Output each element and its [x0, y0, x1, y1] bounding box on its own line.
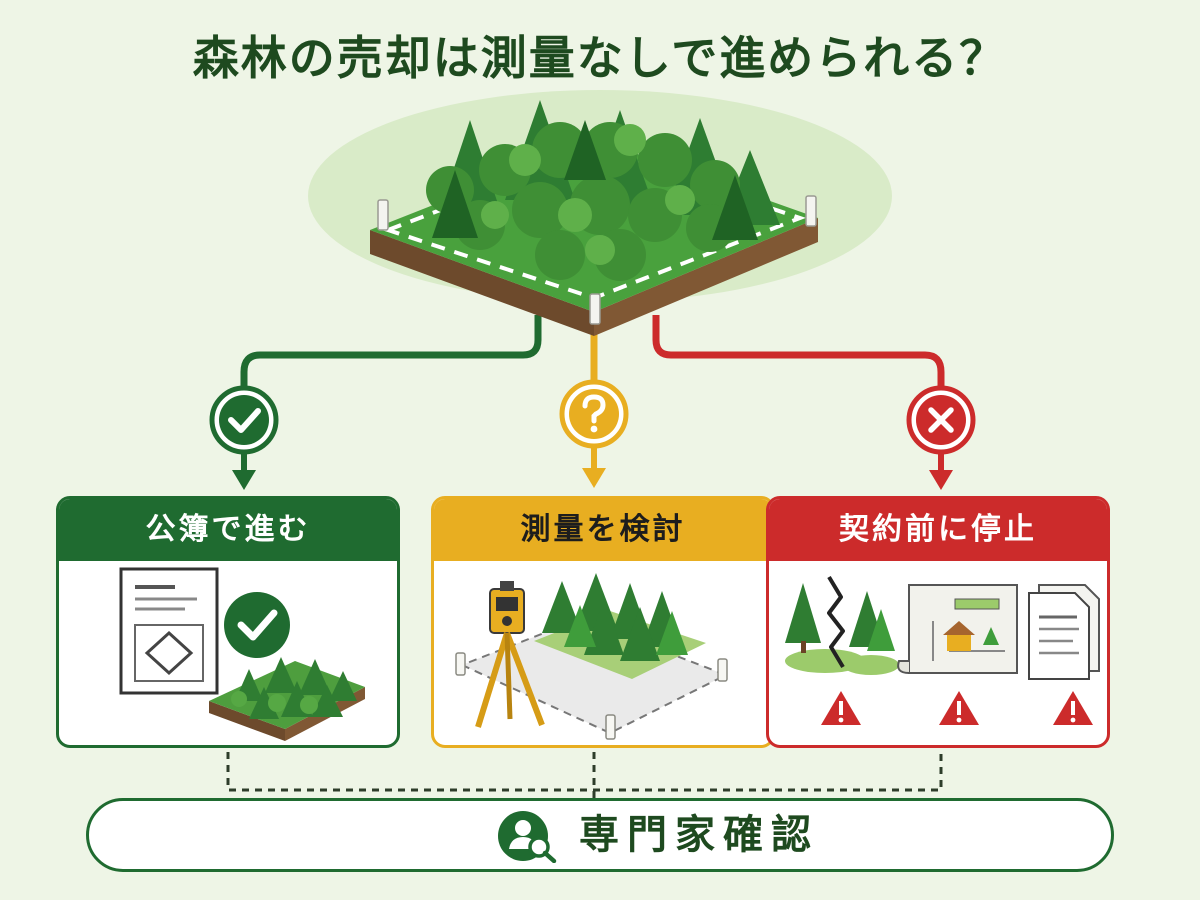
branch-card-green: 公簿で進む [56, 496, 400, 748]
boundary-dispute-icon [785, 575, 899, 675]
card-art-red [785, 575, 1100, 725]
forest-plot-icon [370, 100, 818, 336]
check-icon [209, 385, 279, 490]
person-search-icon [498, 811, 557, 863]
forest-plot-icon [209, 657, 365, 741]
boundary-stakes [455, 652, 728, 740]
forest-plot-icon [459, 573, 729, 735]
documents-icon [1028, 584, 1100, 680]
expert-label: 専門家確認 [579, 812, 819, 858]
warning-icon [821, 691, 861, 725]
connector-green [240, 315, 542, 392]
check-icon [224, 592, 290, 658]
branch-card-yellow: 測量を検討 [431, 496, 775, 748]
connector-red [652, 315, 945, 392]
page-title: 森林の売却は測量なしで進められる？ [192, 31, 1008, 85]
card-art-yellow [455, 573, 729, 740]
branch-label-green: 公簿で進む [59, 499, 397, 561]
document-icon [119, 567, 219, 695]
question-icon [559, 379, 629, 488]
branch-label-yellow: 測量を検討 [434, 499, 772, 561]
expert-bar: 専門家確認 [86, 798, 1114, 872]
map-icon [897, 584, 1018, 674]
branch-label-red: 契約前に停止 [769, 499, 1107, 561]
survey-tripod-icon [475, 581, 545, 728]
warning-icon [939, 691, 979, 725]
expert-connectors [226, 752, 943, 798]
boundary-stakes [377, 195, 817, 325]
branch-card-red: 契約前に停止 [766, 496, 1110, 748]
warning-icon [1053, 691, 1093, 725]
forest-trees [426, 100, 780, 281]
cross-icon [906, 385, 976, 490]
card-art-green [119, 567, 365, 741]
